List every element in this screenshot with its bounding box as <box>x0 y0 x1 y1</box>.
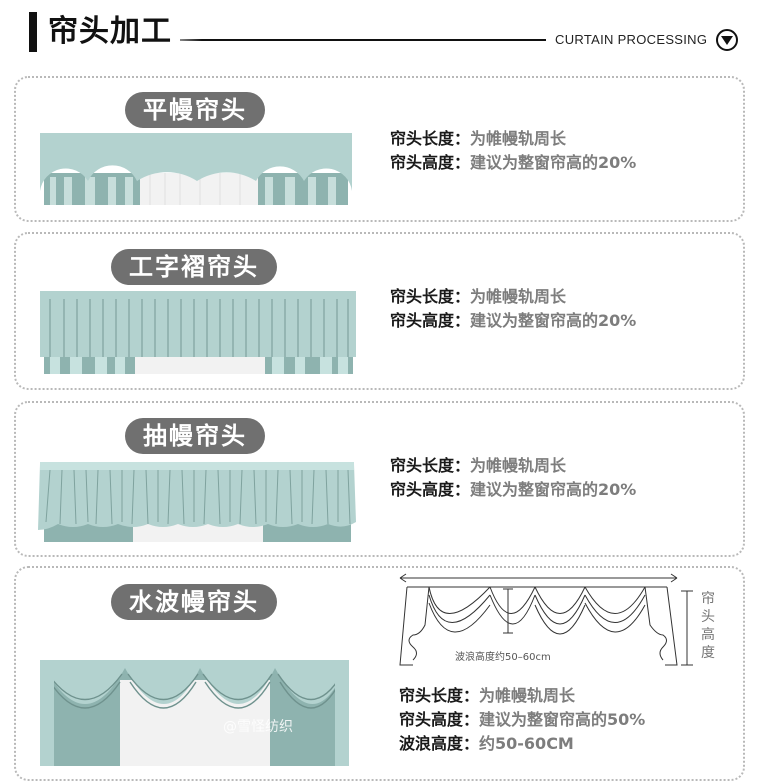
section-card-gathered-valance <box>14 401 745 557</box>
section-title-pill: 水波幔帘头 <box>111 584 277 620</box>
gathered-valance-illustration <box>38 460 356 542</box>
spec-label: 帘头高度： <box>390 153 471 172</box>
spec-label: 帘头高度： <box>390 311 471 330</box>
spec-label: 帘头高度： <box>399 710 480 729</box>
header-divider <box>180 39 546 41</box>
spec-row: 帘头高度：建议为整窗帘高的20% <box>390 151 636 175</box>
valance-height-vertical-label: 帘头高度 <box>701 591 715 661</box>
header-accent-bar <box>29 12 37 52</box>
spec-value: 为帷幔轨周长 <box>470 287 567 306</box>
section-title-pill: 平幔帘头 <box>125 92 265 128</box>
spec-row: 帘头长度：为帷幔轨周长 <box>390 127 566 151</box>
spec-value: 建议为整窗帘高的50% <box>479 710 646 729</box>
spec-label: 帘头长度： <box>390 129 471 148</box>
box-pleat-illustration <box>40 291 356 374</box>
section-card-flat-valance <box>14 76 745 222</box>
spec-row: 帘头长度：为帷幔轨周长 <box>390 285 566 309</box>
spec-value: 建议为整窗帘高的20% <box>470 480 637 499</box>
spec-value: 为帷幔轨周长 <box>479 686 576 705</box>
spec-label: 帘头长度： <box>399 686 480 705</box>
page-title: 帘头加工 <box>48 14 172 49</box>
spec-row: 帘头长度：为帷幔轨周长 <box>390 454 566 478</box>
wave-height-note: 波浪高度约50–60cm <box>455 652 551 663</box>
swag-dimension-diagram <box>399 573 693 666</box>
spec-row: 帘头高度：建议为整窗帘高的20% <box>390 309 636 333</box>
spec-value: 约50-60CM <box>479 734 574 753</box>
flat-valance-illustration <box>40 133 352 205</box>
section-title-pill: 工字褶帘头 <box>111 249 277 285</box>
watermark-text: @雪怪纺织 <box>223 719 293 735</box>
spec-value: 为帷幔轨周长 <box>470 456 567 475</box>
spec-label: 帘头长度： <box>390 456 471 475</box>
spec-value: 建议为整窗帘高的20% <box>470 153 637 172</box>
spec-row: 波浪高度：约50-60CM <box>399 732 574 756</box>
spec-value: 建议为整窗帘高的20% <box>470 311 637 330</box>
spec-label: 帘头长度： <box>390 287 471 306</box>
spec-label: 帘头高度： <box>390 480 471 499</box>
section-title-pill: 抽幔帘头 <box>125 418 265 454</box>
down-triangle-circle-icon <box>716 29 738 51</box>
spec-label: 波浪高度： <box>399 734 480 753</box>
page-subtitle-en: CURTAIN PROCESSING <box>555 32 708 47</box>
spec-value: 为帷幔轨周长 <box>470 129 567 148</box>
spec-row: 帘头高度：建议为整窗帘高的50% <box>399 708 645 732</box>
section-card-box-pleat <box>14 232 745 390</box>
swag-valance-illustration <box>40 660 349 766</box>
spec-row: 帘头长度：为帷幔轨周长 <box>399 684 575 708</box>
spec-row: 帘头高度：建议为整窗帘高的20% <box>390 478 636 502</box>
